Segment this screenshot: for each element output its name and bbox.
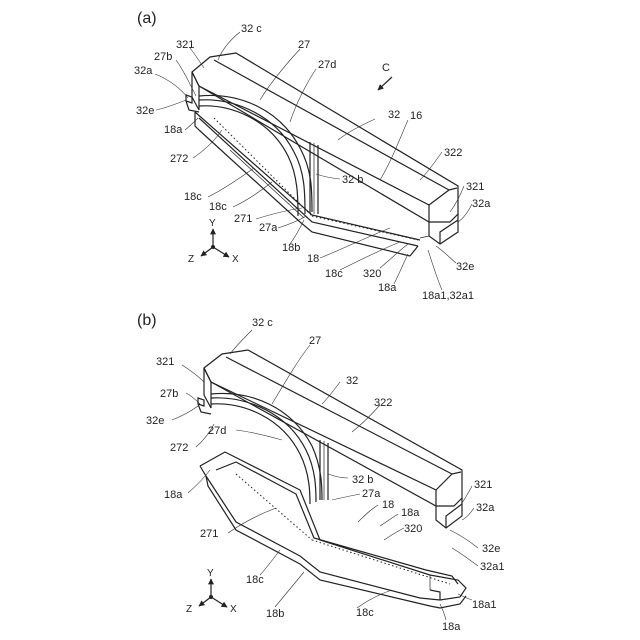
- label-32e-right: 32e: [456, 261, 474, 273]
- label-32c: 32 c: [241, 23, 262, 35]
- label-27-b: 27: [309, 335, 321, 347]
- label-321-top: 321: [176, 39, 194, 51]
- label-32e-left-b: 32e: [146, 415, 164, 427]
- label-18a-bottom-b: 18a: [442, 621, 461, 633]
- duct-27-drawing: [199, 95, 318, 216]
- label-321-right-b: 321: [474, 479, 492, 491]
- leaders-b: [172, 330, 478, 620]
- lid-32-drawing-b: [198, 350, 462, 528]
- label-322-b: 322: [374, 397, 392, 409]
- label-320: 320: [363, 268, 381, 280]
- label-272-b: 272: [170, 442, 188, 454]
- label-32e-left: 32e: [136, 105, 154, 117]
- label-320-b: 320: [404, 523, 422, 535]
- label-32a1-b: 32a1: [480, 561, 504, 573]
- label-18: 18: [307, 253, 319, 265]
- label-27d: 27d: [318, 59, 336, 71]
- label-32a-left: 32a: [134, 65, 153, 77]
- axis-y-label-b: Y: [207, 568, 214, 579]
- axes-b: Y X Z: [186, 568, 237, 615]
- label-321-left-b: 321: [156, 356, 174, 368]
- label-16: 16: [410, 110, 422, 122]
- axis-z-label-b: Z: [186, 604, 192, 615]
- axis-z-label: Z: [188, 254, 194, 265]
- view-arrow-label: C: [382, 62, 390, 74]
- label-272: 272: [170, 153, 188, 165]
- axis-x-label: X: [232, 254, 239, 265]
- label-27d-b: 27d: [208, 425, 226, 437]
- label-322: 322: [444, 147, 462, 159]
- label-18b: 18b: [282, 242, 300, 254]
- tray-18-drawing: [195, 112, 420, 256]
- label-32: 32: [388, 109, 400, 121]
- label-18a-bottom: 18a: [378, 282, 397, 294]
- label-27: 27: [298, 39, 310, 51]
- view-arrow-c: C: [378, 62, 392, 90]
- label-18a-left: 18a: [164, 124, 183, 136]
- label-271: 271: [234, 213, 252, 225]
- label-18a-mid-b: 18a: [401, 507, 420, 519]
- label-18-b: 18: [382, 499, 394, 511]
- panel-a: (a): [134, 10, 491, 302]
- lid-32-drawing: [186, 53, 458, 244]
- label-32e-right-b: 32e: [482, 543, 500, 555]
- label-18a1-32a1: 18a1,32a1: [422, 290, 474, 302]
- label-18c-2: 18c: [209, 201, 227, 213]
- panel-b-label: (b): [137, 312, 157, 329]
- panel-a-label: (a): [137, 10, 157, 27]
- label-321-right: 321: [466, 181, 484, 193]
- leaders-a: [155, 32, 472, 290]
- label-18c-1-b: 18c: [246, 574, 264, 586]
- label-32c-b: 32 c: [252, 317, 273, 329]
- axis-x-label-b: X: [230, 604, 237, 615]
- label-27a-b: 27a: [362, 488, 381, 500]
- label-18a-left-b: 18a: [164, 489, 183, 501]
- axes-a: Y X Z: [188, 218, 239, 265]
- label-18c-2-b: 18c: [356, 607, 374, 619]
- label-32a-b: 32a: [476, 502, 495, 514]
- axis-y-label: Y: [209, 218, 216, 229]
- label-27b-b: 27b: [160, 388, 178, 400]
- label-32b-b: 32 b: [352, 474, 373, 486]
- panel-b: (b): [137, 312, 504, 633]
- label-18c-1: 18c: [184, 191, 202, 203]
- label-32b: 32 b: [342, 174, 363, 186]
- label-27a: 27a: [259, 222, 278, 234]
- label-32-b: 32: [346, 375, 358, 387]
- label-18a1-b: 18a1: [472, 599, 496, 611]
- label-271-b: 271: [200, 528, 218, 540]
- label-18c-3: 18c: [325, 268, 343, 280]
- label-18b-b: 18b: [266, 608, 284, 620]
- label-27b: 27b: [154, 51, 172, 63]
- label-32a-right: 32a: [472, 198, 491, 210]
